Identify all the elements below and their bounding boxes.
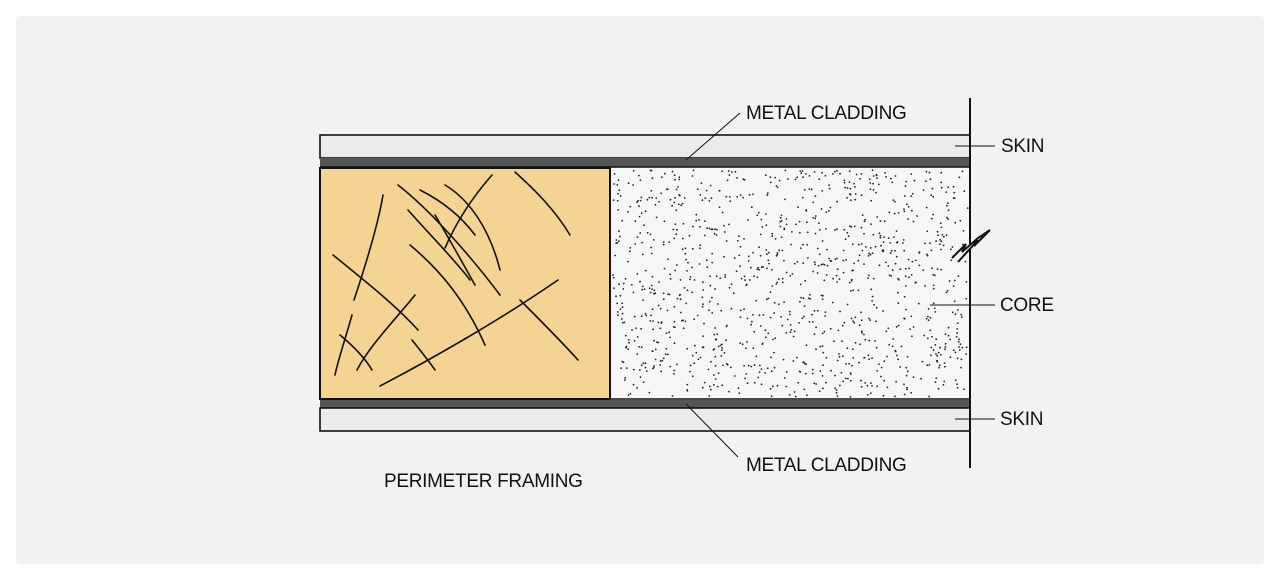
core-dots — [612, 169, 969, 398]
perimeter-framing-block — [319, 167, 611, 400]
break-symbol — [951, 229, 991, 263]
leader-metal-cladding-top — [685, 112, 741, 161]
label-perimeter-framing: PERIMETER FRAMING — [384, 471, 583, 492]
label-metal-cladding-bottom: METAL CLADDING — [746, 455, 907, 476]
skin-bottom-layer — [319, 407, 971, 432]
core-layer — [611, 168, 970, 399]
label-skin-top: SKIN — [1001, 136, 1044, 157]
wood-grain-lines — [332, 171, 579, 387]
label-core: CORE — [1000, 295, 1054, 316]
metal-cladding-bottom-layer — [320, 400, 970, 408]
metal-cladding-top-layer — [320, 158, 970, 167]
label-metal-cladding-top: METAL CLADDING — [746, 103, 907, 124]
leader-metal-cladding-bottom — [685, 403, 739, 458]
skin-top-layer — [319, 134, 971, 159]
label-skin-bottom: SKIN — [1000, 409, 1043, 430]
